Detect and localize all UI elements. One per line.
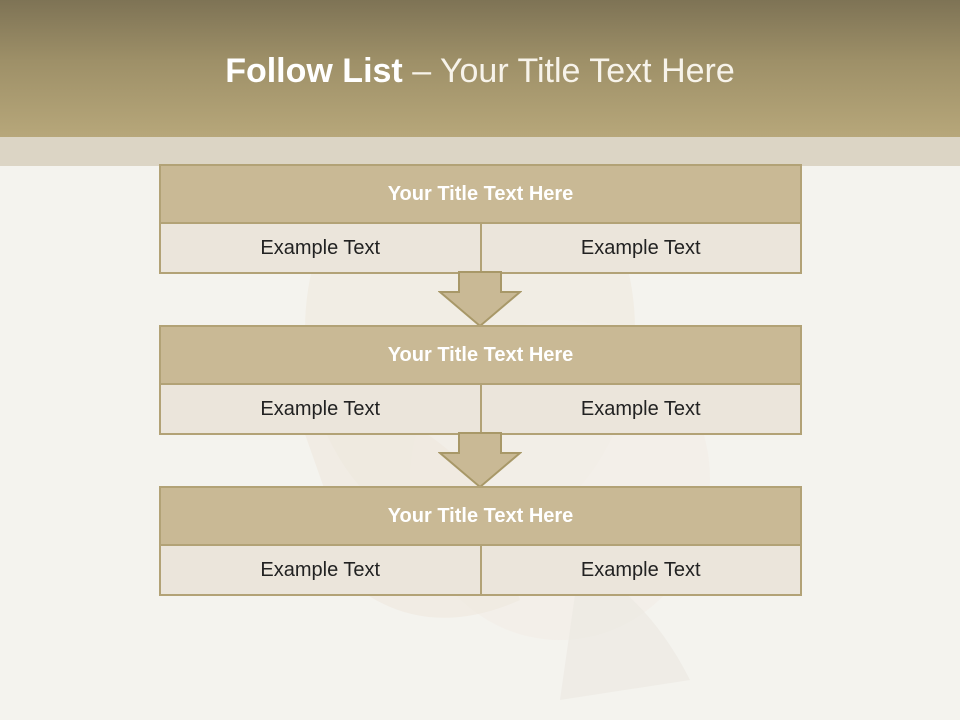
step-cell-right: Example Text (479, 224, 800, 272)
slide-title: Follow List – Your Title Text Here (0, 52, 960, 91)
step-cell-left: Example Text (161, 224, 480, 272)
step-cell-left: Example Text (161, 546, 480, 594)
step-cell-right: Example Text (479, 385, 800, 433)
step-box-1: Your Title Text Here Example Text Exampl… (159, 164, 802, 274)
title-band-underline (0, 137, 960, 166)
step-title: Your Title Text Here (161, 166, 800, 224)
step-box-2: Your Title Text Here Example Text Exampl… (159, 325, 802, 435)
slide-title-bold: Follow List (225, 52, 403, 90)
step-title: Your Title Text Here (161, 488, 800, 546)
step-row: Example Text Example Text (161, 385, 800, 433)
slide-title-rest: – Your Title Text Here (412, 52, 735, 90)
step-cell-right: Example Text (479, 546, 800, 594)
down-arrow-icon (438, 432, 522, 489)
step-row: Example Text Example Text (161, 546, 800, 594)
title-band (0, 0, 960, 137)
step-row: Example Text Example Text (161, 224, 800, 272)
step-box-3: Your Title Text Here Example Text Exampl… (159, 486, 802, 596)
down-arrow-icon (438, 271, 522, 328)
step-cell-left: Example Text (161, 385, 480, 433)
step-title: Your Title Text Here (161, 327, 800, 385)
